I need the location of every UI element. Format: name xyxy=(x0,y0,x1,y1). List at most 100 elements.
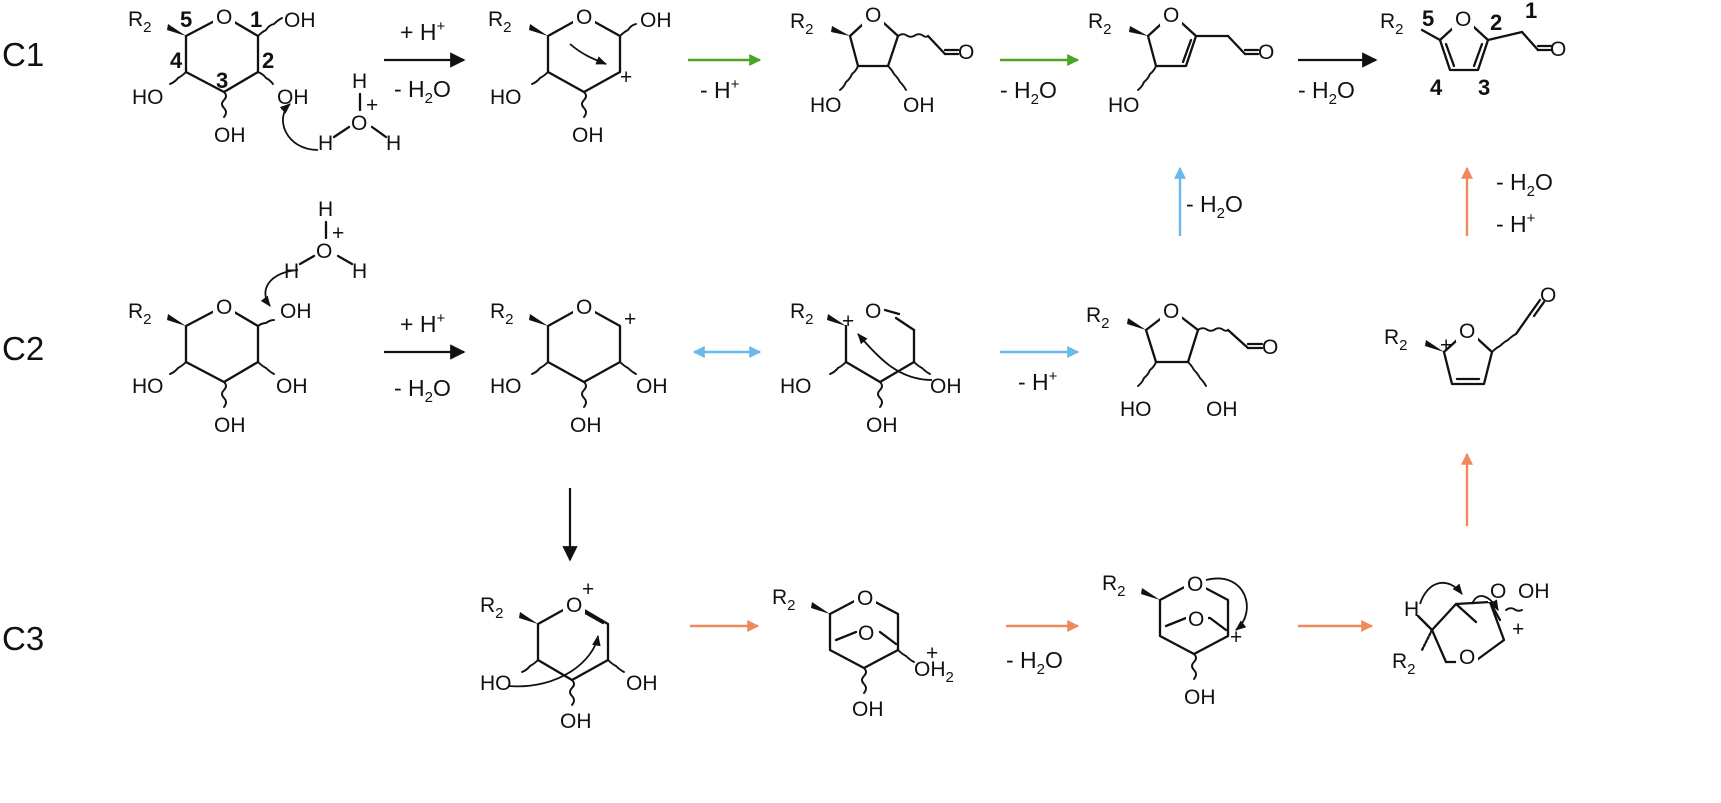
svg-text:- H2O: - H2O xyxy=(394,375,451,406)
carbon-number-4: 4 xyxy=(170,48,183,73)
c1-furan-product: O R2 O 5 2 1 4 3 xyxy=(1380,0,1566,100)
svg-text:R2: R2 xyxy=(488,8,512,36)
svg-text:O: O xyxy=(1262,336,1278,359)
svg-text:HO: HO xyxy=(480,672,512,695)
row-label-c2: C2 xyxy=(2,330,44,367)
svg-text:OH: OH xyxy=(640,9,672,32)
svg-text:O: O xyxy=(1188,608,1204,631)
svg-text:OH: OH xyxy=(280,300,312,323)
svg-text:OH: OH xyxy=(276,375,308,398)
svg-text:H: H xyxy=(318,198,333,221)
carbon-number-3: 3 xyxy=(216,68,228,93)
svg-text:H: H xyxy=(1404,598,1419,621)
svg-text:+: + xyxy=(620,66,632,89)
c3-anhydro-cation: O OH + O H R2 xyxy=(1392,580,1550,678)
c2-furanose: O R2 O HO OH xyxy=(1086,300,1278,421)
svg-text:R2: R2 xyxy=(790,10,814,38)
svg-text:OH: OH xyxy=(852,698,884,721)
svg-text:R2: R2 xyxy=(480,594,504,622)
c3-bicyclic-oh2: O O R2 OH2 + OH xyxy=(772,586,954,721)
c3-bicyclic-cation: O O R2 + OH xyxy=(1102,572,1248,709)
svg-text:R2: R2 xyxy=(490,300,514,328)
svg-text:OH: OH xyxy=(284,9,316,32)
svg-text:O: O xyxy=(1550,38,1566,61)
svg-text:OH: OH xyxy=(1184,686,1216,709)
svg-text:R2: R2 xyxy=(128,300,152,328)
svg-text:H: H xyxy=(352,260,367,283)
carbon-number-5: 5 xyxy=(180,7,192,32)
svg-text:H: H xyxy=(352,70,367,93)
svg-text:O: O xyxy=(1258,41,1274,64)
svg-text:O: O xyxy=(576,6,592,29)
svg-text:HO: HO xyxy=(780,375,812,398)
svg-text:+ H+: + H+ xyxy=(400,310,445,337)
svg-text:+: + xyxy=(842,310,854,333)
svg-text:- H2O: - H2O xyxy=(1006,647,1063,678)
svg-text:- H2O: - H2O xyxy=(1496,169,1553,200)
svg-text:R2: R2 xyxy=(1088,10,1112,38)
c2-cation: O R2 + OH OH HO xyxy=(490,296,668,437)
c1-cation: O R2 OH + HO OH xyxy=(488,6,672,147)
svg-text:O: O xyxy=(1163,4,1179,27)
svg-text:+: + xyxy=(1440,334,1452,357)
svg-text:OH: OH xyxy=(866,414,898,437)
svg-text:O: O xyxy=(1187,573,1203,596)
carbon-number-1: 1 xyxy=(250,7,262,32)
svg-text:OH: OH xyxy=(636,375,668,398)
c1-pyranose: O R2 OH OH OH HO 5 1 4 2 3 xyxy=(128,6,316,147)
svg-text:O: O xyxy=(865,4,881,27)
svg-text:+: + xyxy=(624,308,636,331)
svg-text:- H2O: - H2O xyxy=(1000,77,1057,108)
svg-text:HO: HO xyxy=(1108,94,1140,117)
row-label-c1: C1 xyxy=(2,36,44,73)
svg-text:R2: R2 xyxy=(1102,572,1126,600)
svg-text:- H2O: - H2O xyxy=(1186,191,1243,222)
svg-text:+: + xyxy=(926,642,938,665)
svg-text:O: O xyxy=(216,6,232,29)
c2-hydronium: H O + H H xyxy=(260,198,367,307)
c1-furanose: O R2 O HO OH xyxy=(790,4,974,117)
svg-text:R2: R2 xyxy=(1384,326,1408,354)
svg-text:+: + xyxy=(332,222,344,245)
carbon-number-2: 2 xyxy=(1490,10,1502,35)
c1-hydronium: H O + H H xyxy=(279,70,401,155)
carbon-number-2: 2 xyxy=(262,48,274,73)
c2-dihydrofuran-cation: O R2 + O xyxy=(1384,284,1556,386)
svg-text:HO: HO xyxy=(1120,398,1152,421)
svg-text:OH: OH xyxy=(1206,398,1238,421)
svg-text:- H+: - H+ xyxy=(1496,210,1536,237)
svg-text:OH: OH xyxy=(930,375,962,398)
svg-text:R2: R2 xyxy=(772,586,796,614)
svg-text:+ H+: + H+ xyxy=(400,18,445,45)
svg-text:- H2O: - H2O xyxy=(394,76,451,107)
svg-text:O: O xyxy=(857,587,873,610)
svg-text:OH: OH xyxy=(560,710,592,733)
svg-text:O: O xyxy=(576,296,592,319)
svg-text:O: O xyxy=(1459,320,1475,343)
svg-text:+: + xyxy=(1230,626,1242,649)
svg-text:+: + xyxy=(1512,618,1524,641)
carbon-number-4: 4 xyxy=(1430,75,1443,100)
svg-text:OH: OH xyxy=(626,672,658,695)
svg-text:O: O xyxy=(351,112,367,135)
carbon-number-1: 1 xyxy=(1525,0,1537,23)
carbon-number-3: 3 xyxy=(1478,75,1490,100)
c2-open-cation: R2 + O OH OH HO xyxy=(780,300,962,437)
svg-text:- H2O: - H2O xyxy=(1298,77,1355,108)
svg-text:O: O xyxy=(1540,284,1556,307)
svg-text:OH: OH xyxy=(214,124,246,147)
svg-text:OH: OH xyxy=(570,414,602,437)
svg-text:+: + xyxy=(366,94,378,117)
svg-text:HO: HO xyxy=(132,375,164,398)
svg-text:HO: HO xyxy=(810,94,842,117)
svg-text:+: + xyxy=(582,578,594,601)
svg-text:O: O xyxy=(1455,8,1471,31)
svg-text:R2: R2 xyxy=(128,8,152,36)
row-label-c3: C3 xyxy=(2,620,44,657)
svg-text:O: O xyxy=(1490,580,1506,603)
svg-text:OH: OH xyxy=(214,414,246,437)
svg-text:- H+: - H+ xyxy=(1018,368,1058,395)
c2-pyranose: O R2 OH OH OH HO xyxy=(128,296,312,437)
svg-text:O: O xyxy=(858,622,874,645)
